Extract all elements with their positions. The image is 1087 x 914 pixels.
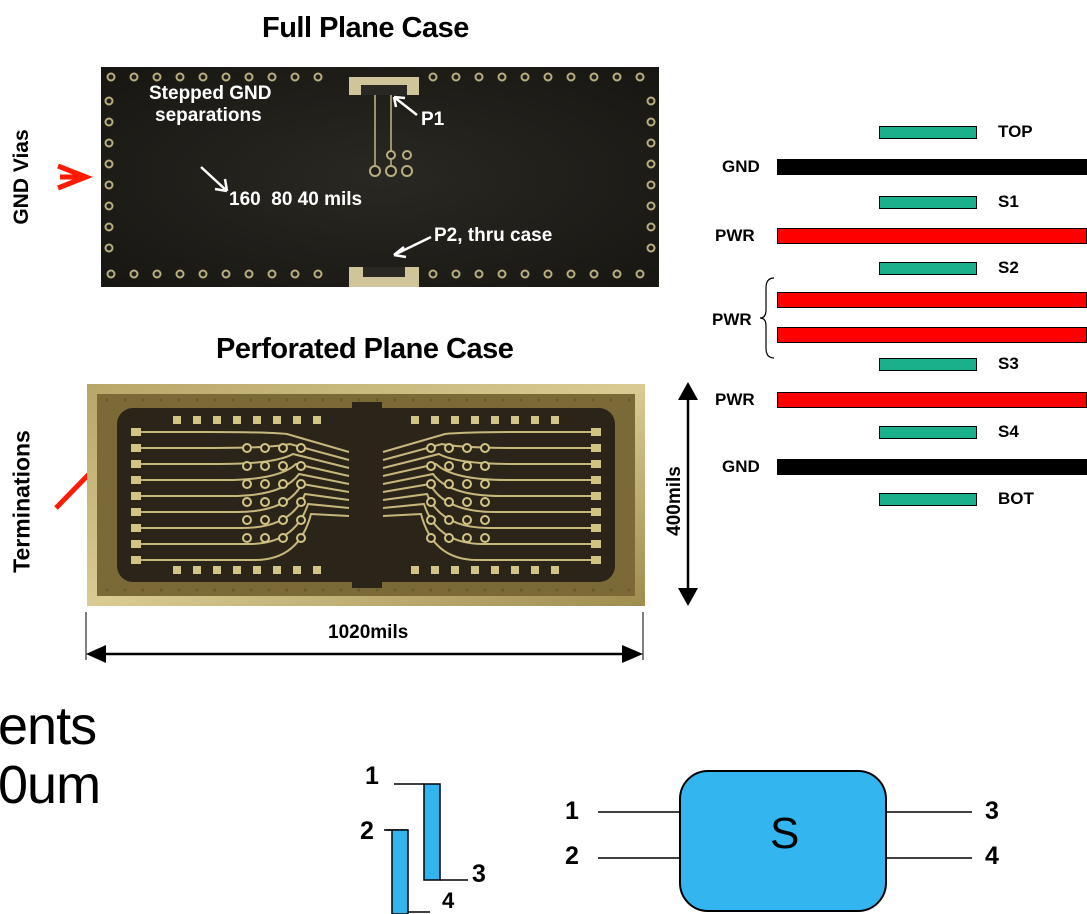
power-pair-brace	[759, 277, 775, 359]
perforated-board	[87, 384, 645, 606]
coupled-port-3: 3	[472, 860, 486, 888]
layer-label-s2: S2	[998, 258, 1019, 277]
upper-line	[423, 783, 441, 881]
full-plane-board	[101, 67, 659, 287]
signal-layer-s3	[879, 358, 977, 371]
perforated-plane-title: Perforated Plane Case	[216, 333, 514, 365]
terminations-label: Terminations	[8, 430, 35, 573]
layer-label-top: TOP	[998, 122, 1033, 141]
stepped-gnd-annotation: Stepped GND separations	[149, 83, 272, 126]
coupled-port-1: 1	[365, 762, 379, 790]
layer-label-pwr: PWR	[715, 226, 755, 245]
layer-label-s3: S3	[998, 354, 1019, 373]
layer-label-pwr: PWR	[715, 390, 755, 409]
power-plane	[777, 292, 1087, 308]
ground-plane	[777, 159, 1087, 175]
sparam-port-2: 2	[565, 842, 579, 870]
coupled-port-2: 2	[360, 817, 374, 845]
sparam-diagram	[598, 770, 972, 912]
signal-layer-s4	[879, 426, 977, 439]
power-plane	[777, 228, 1087, 244]
height-dimension	[678, 382, 698, 606]
width-label: 1020mils	[328, 622, 409, 643]
perforated-plane-photo	[87, 384, 645, 606]
sparam-port-1: 1	[565, 797, 579, 825]
signal-layer-s2	[879, 262, 977, 275]
gnd-vias-arrow	[57, 163, 93, 191]
sparam-port-4: 4	[985, 842, 999, 870]
layer-label-s4: S4	[998, 422, 1019, 441]
gnd-vias-label: GND Vias	[10, 129, 33, 225]
power-plane	[777, 327, 1087, 343]
cropped-text-line-1: ents	[0, 696, 97, 756]
layer-label-bot: BOT	[998, 489, 1034, 508]
layer-label-s1: S1	[998, 192, 1019, 211]
ground-plane	[777, 459, 1087, 475]
layer-label-gnd: GND	[722, 157, 760, 176]
sparam-port-3: 3	[985, 797, 999, 825]
sparam-box	[679, 770, 887, 912]
p1-annotation: P1	[421, 109, 445, 130]
sparam-label: S	[770, 809, 800, 858]
coupled-lines-diagram	[384, 783, 468, 914]
separation-annotation: 160 80 40 mils	[229, 189, 363, 210]
full-plane-title: Full Plane Case	[262, 12, 469, 44]
layer-label-gnd: GND	[722, 457, 760, 476]
layer-label-pwr: PWR	[712, 310, 752, 329]
lower-line	[391, 829, 409, 914]
height-label: 400mils	[664, 466, 685, 536]
power-plane	[777, 392, 1087, 408]
signal-layer-bot	[879, 493, 977, 506]
signal-layer-top	[879, 126, 977, 139]
signal-layer-s1	[879, 196, 977, 209]
cropped-text-line-2: 0um	[0, 755, 101, 815]
width-dimension	[85, 612, 644, 663]
p2-annotation: P2, thru case	[434, 225, 553, 246]
full-plane-photo: Stepped GND separations P1 160 80 40 mil…	[101, 67, 659, 287]
coupled-port-4: 4	[442, 888, 455, 913]
